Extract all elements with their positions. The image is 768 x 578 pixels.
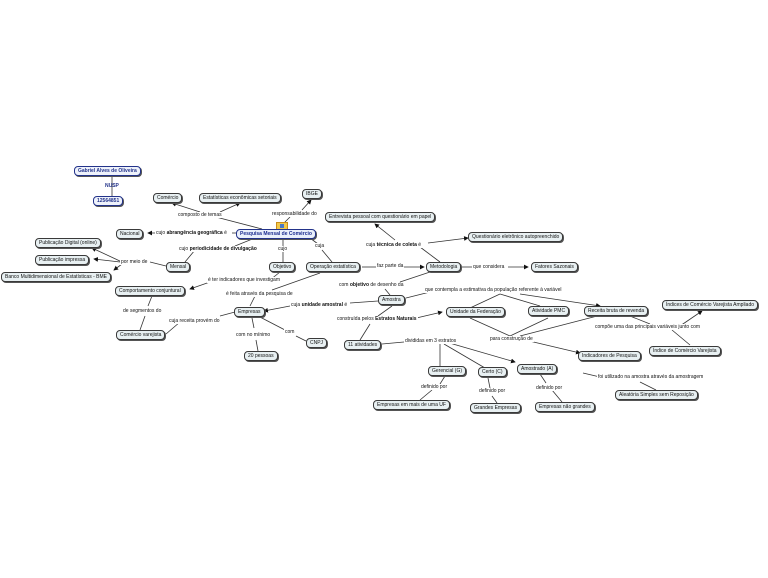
link-definido-c: definido por: [478, 388, 507, 394]
node-ibge[interactable]: IBGE: [302, 189, 322, 199]
link-unidade-amostral: cuja unidade amostral é: [290, 302, 349, 308]
node-receita-bruta[interactable]: Receita bruta de revenda: [584, 306, 649, 316]
node-11-atividades[interactable]: 11 atividades: [344, 340, 382, 350]
node-entrevista[interactable]: Entrevista pessoal com questionário em p…: [325, 212, 436, 222]
link-contempla: que contempla a estimativa da população …: [424, 287, 563, 293]
node-indicadores-pesquisa[interactable]: Indicadores de Pesquisa: [578, 351, 641, 361]
link-com: com: [284, 329, 296, 335]
link-utilizado: foi utilizado na amostra através da amos…: [597, 374, 705, 380]
node-empresas[interactable]: Empresas: [234, 307, 265, 317]
link-faz-parte-da: faz parte da: [376, 263, 405, 269]
author-name-node[interactable]: Gabriel Alves de Oliveira: [74, 166, 141, 176]
node-empresas-nao-grandes[interactable]: Empresas não grandes: [535, 402, 595, 412]
node-cnpj[interactable]: CNPJ: [306, 338, 328, 348]
node-comercio-varejista[interactable]: Comércio varejista: [116, 330, 166, 340]
node-fatores-sazonais[interactable]: Fatores Sazonais: [531, 262, 578, 272]
node-mensal[interactable]: Mensal: [166, 262, 191, 272]
node-amostrado[interactable]: Amostrado (A): [517, 364, 558, 374]
node-amostra[interactable]: Amostra: [378, 295, 405, 305]
node-publicacao-impressa[interactable]: Publicação impressa: [35, 255, 90, 265]
node-certo[interactable]: Certo (C): [478, 367, 507, 377]
link-tecnica-coleta: cuja técnica de coleta é: [365, 242, 423, 248]
link-por-meio-de: por meio de: [120, 259, 149, 265]
link-receita-provem: cuja receita provém do: [168, 318, 221, 324]
node-20-pessoas[interactable]: 20 pessoas: [244, 351, 278, 361]
central-concept-node[interactable]: Pesquisa Mensal de Comércio: [236, 229, 316, 239]
node-metodologia[interactable]: Metodologia: [426, 262, 462, 272]
link-cuja-operacao: cuja: [314, 243, 326, 249]
node-nacional[interactable]: Nacional: [116, 229, 144, 239]
node-aleatoria-simples[interactable]: Aleatória Simples sem Reposição: [615, 390, 698, 400]
node-gerencial[interactable]: Gerencial (G): [428, 366, 467, 376]
link-abrangencia: cujo abrangência geográfica é: [155, 230, 228, 236]
link-feita-atraves: é feita através da pesquisa de: [225, 291, 294, 297]
node-icv[interactable]: Índice de Comércio Varejista: [649, 346, 721, 356]
link-responsabilidade: responsabilidade do: [271, 211, 318, 217]
link-objetivo-desenho: com objetivo de desenho da: [338, 282, 405, 288]
node-objetivo[interactable]: Objetivo: [269, 262, 296, 272]
link-indicadores-que: é ter indicadores que investigam: [207, 277, 281, 283]
link-que-considera: que considera: [472, 264, 506, 270]
link-estratos-naturais: construída pelos Estratos Naturais: [336, 316, 418, 322]
link-com-no-minimo: com no mínimo: [235, 332, 272, 338]
author-id-node[interactable]: 12564851: [93, 196, 124, 206]
node-icva[interactable]: Índices de Comércio Varejista Ampliado: [662, 300, 759, 310]
node-questionario[interactable]: Questionário eletrônico autopreenchido: [468, 232, 564, 242]
node-atividade-pmc[interactable]: Atividade PMC: [528, 306, 570, 316]
link-segmentos-do: de segmentos do: [122, 308, 163, 314]
node-estatisticas[interactable]: Estatísticas econômicas setoriais: [199, 193, 281, 203]
node-comportamento-conjuntural[interactable]: Comportamento conjuntural: [115, 286, 185, 296]
node-empresas-mais-uma-uf[interactable]: Empresas em mais de uma UF: [373, 400, 450, 410]
node-unidade-federacao[interactable]: Unidade da Federação: [446, 307, 505, 317]
link-compoe: compõe uma das principais variáveis junt…: [594, 324, 702, 330]
node-operacao-estatistica[interactable]: Operação estatística: [306, 262, 360, 272]
author-id-label: NUSP: [105, 183, 119, 189]
node-comercio[interactable]: Comércio: [153, 193, 183, 203]
node-grandes-empresas[interactable]: Grandes Empresas: [470, 403, 522, 413]
link-para-construcao: para construção de: [489, 336, 534, 342]
link-definido-a: definido por: [535, 385, 564, 391]
link-divididas: divididas em 3 estratos: [404, 338, 458, 344]
link-composto-de-temas: composto de temas: [177, 212, 223, 218]
node-bme[interactable]: Banco Multidimensional de Estatísticas -…: [1, 272, 111, 282]
link-definido-g: definido por: [420, 384, 449, 390]
link-periodicidade: cujo periodicidade de divulgação: [178, 246, 258, 252]
link-cujo-objetivo: cujo: [277, 246, 289, 252]
node-publicacao-digital[interactable]: Publicação Digital (online): [35, 238, 101, 248]
